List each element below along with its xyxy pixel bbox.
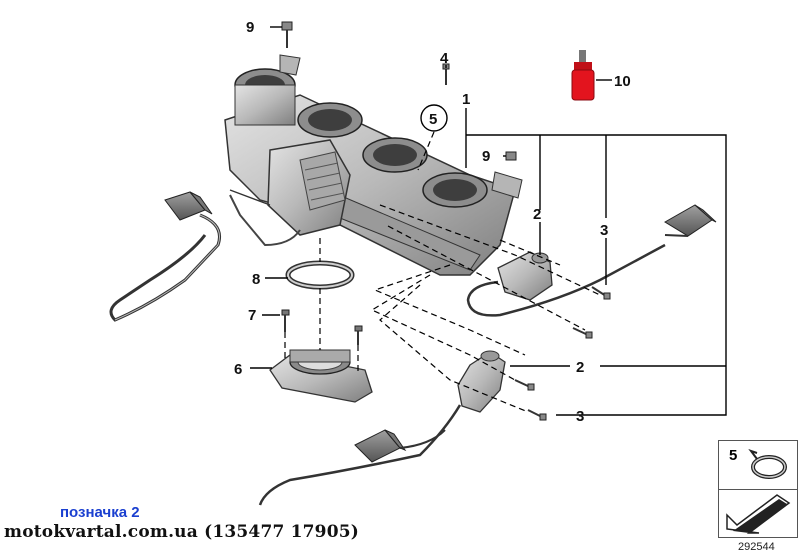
diagram-number: 292544 <box>738 541 775 553</box>
screw <box>591 286 611 300</box>
screw <box>527 409 547 421</box>
screw <box>354 325 363 345</box>
throttle-actuator <box>267 139 351 236</box>
hose-clip-icon <box>748 449 787 479</box>
throttle-body-assembly <box>224 54 523 276</box>
throttle-bore <box>422 172 488 208</box>
callout-circle <box>420 104 448 132</box>
connector-plug <box>664 204 717 237</box>
callout-4: 4 <box>440 50 449 67</box>
sealant-tube <box>571 50 595 101</box>
screw <box>572 327 593 339</box>
connector-plug <box>164 191 213 221</box>
callout-9: 9 <box>246 19 254 36</box>
callout-6: 6 <box>234 361 242 378</box>
callout-7: 7 <box>248 307 256 324</box>
leader-lines <box>250 26 727 416</box>
left-sensor-cable <box>109 189 271 322</box>
callout-1: 1 <box>462 91 470 108</box>
watermark-site: motokvartal.com.ua (135477 17905) <box>4 522 360 542</box>
legend-box: 5 <box>718 440 798 538</box>
direction-arrow-icon <box>726 494 791 534</box>
pressure-sensor <box>258 350 506 506</box>
intake-flange <box>269 349 373 403</box>
callout-9: 9 <box>482 148 490 165</box>
throttle-bore <box>234 68 296 126</box>
legend-clip-cell: 5 <box>719 441 797 490</box>
callout-10: 10 <box>614 73 631 90</box>
watermark-note: позначка 2 <box>60 504 140 521</box>
screw <box>281 309 290 332</box>
callout-5: 5 <box>429 111 437 128</box>
callout-3: 3 <box>576 408 584 425</box>
connector-plug <box>354 429 407 463</box>
screw <box>281 21 293 48</box>
legend-arrow-cell <box>719 489 797 537</box>
callout-2: 2 <box>533 206 541 223</box>
throttle-bore <box>297 102 363 138</box>
callout-3: 3 <box>600 222 608 239</box>
screw <box>514 379 535 391</box>
hose-clamp <box>285 260 355 290</box>
throttle-bore <box>362 137 428 173</box>
callout-8: 8 <box>252 271 260 288</box>
throttle-position-sensor <box>466 204 717 317</box>
callout-2: 2 <box>576 359 584 376</box>
legend-badge: 5 <box>729 447 738 464</box>
screw <box>505 151 517 161</box>
